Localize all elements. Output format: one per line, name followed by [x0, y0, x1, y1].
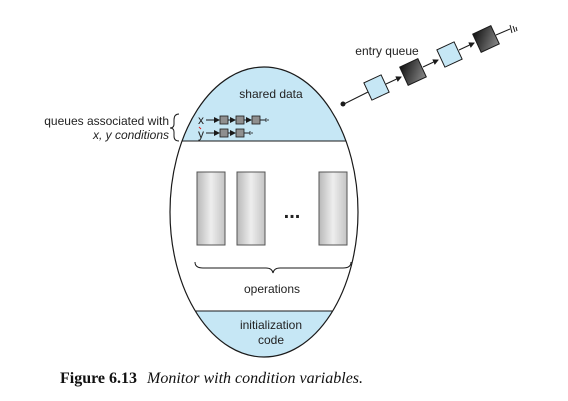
queue-y-mark [198, 126, 202, 130]
queue-x-node [251, 115, 261, 125]
figure-title: Monitor with condition variables. [147, 370, 364, 387]
entry-queue [340, 24, 518, 107]
queue-y-node [219, 128, 229, 138]
entry-queue-process [363, 74, 390, 101]
figure-caption: Figure 6.13 Monitor with condition varia… [60, 370, 363, 390]
operation-block [318, 171, 348, 246]
queues-brace [169, 113, 180, 142]
queues-label-line1: queues associated with [44, 114, 169, 128]
init-label-line2: code [258, 333, 284, 347]
entry-queue-tail-dot [340, 101, 346, 107]
queue-y [206, 128, 253, 138]
operations-label: operations [244, 282, 300, 296]
entry-queue-ground [509, 24, 518, 34]
queues-label-line2: x, y conditions [92, 128, 169, 142]
queue-x-node [219, 115, 229, 125]
entry-queue-label: entry queue [355, 44, 419, 58]
operations-ellipsis: ... [284, 201, 301, 223]
queue-y-node [235, 128, 245, 138]
operation-block [236, 171, 266, 246]
monitor-outline [169, 66, 359, 358]
init-label-line1: initialization [240, 318, 302, 332]
figure-number: Figure 6.13 [60, 370, 138, 387]
queue-x [206, 115, 269, 125]
entry-queue-process [399, 58, 427, 86]
operations-brace [194, 261, 352, 274]
queue-x-letter: x [198, 113, 204, 127]
entry-queue-process [436, 41, 463, 68]
shared-data-label: shared data [239, 87, 303, 101]
queue-y-letter: y [198, 127, 204, 141]
queue-y-ground [249, 131, 253, 135]
entry-queue-process [472, 25, 500, 53]
queue-x-node [235, 115, 245, 125]
operation-block [196, 171, 226, 246]
queue-x-ground [265, 118, 269, 122]
